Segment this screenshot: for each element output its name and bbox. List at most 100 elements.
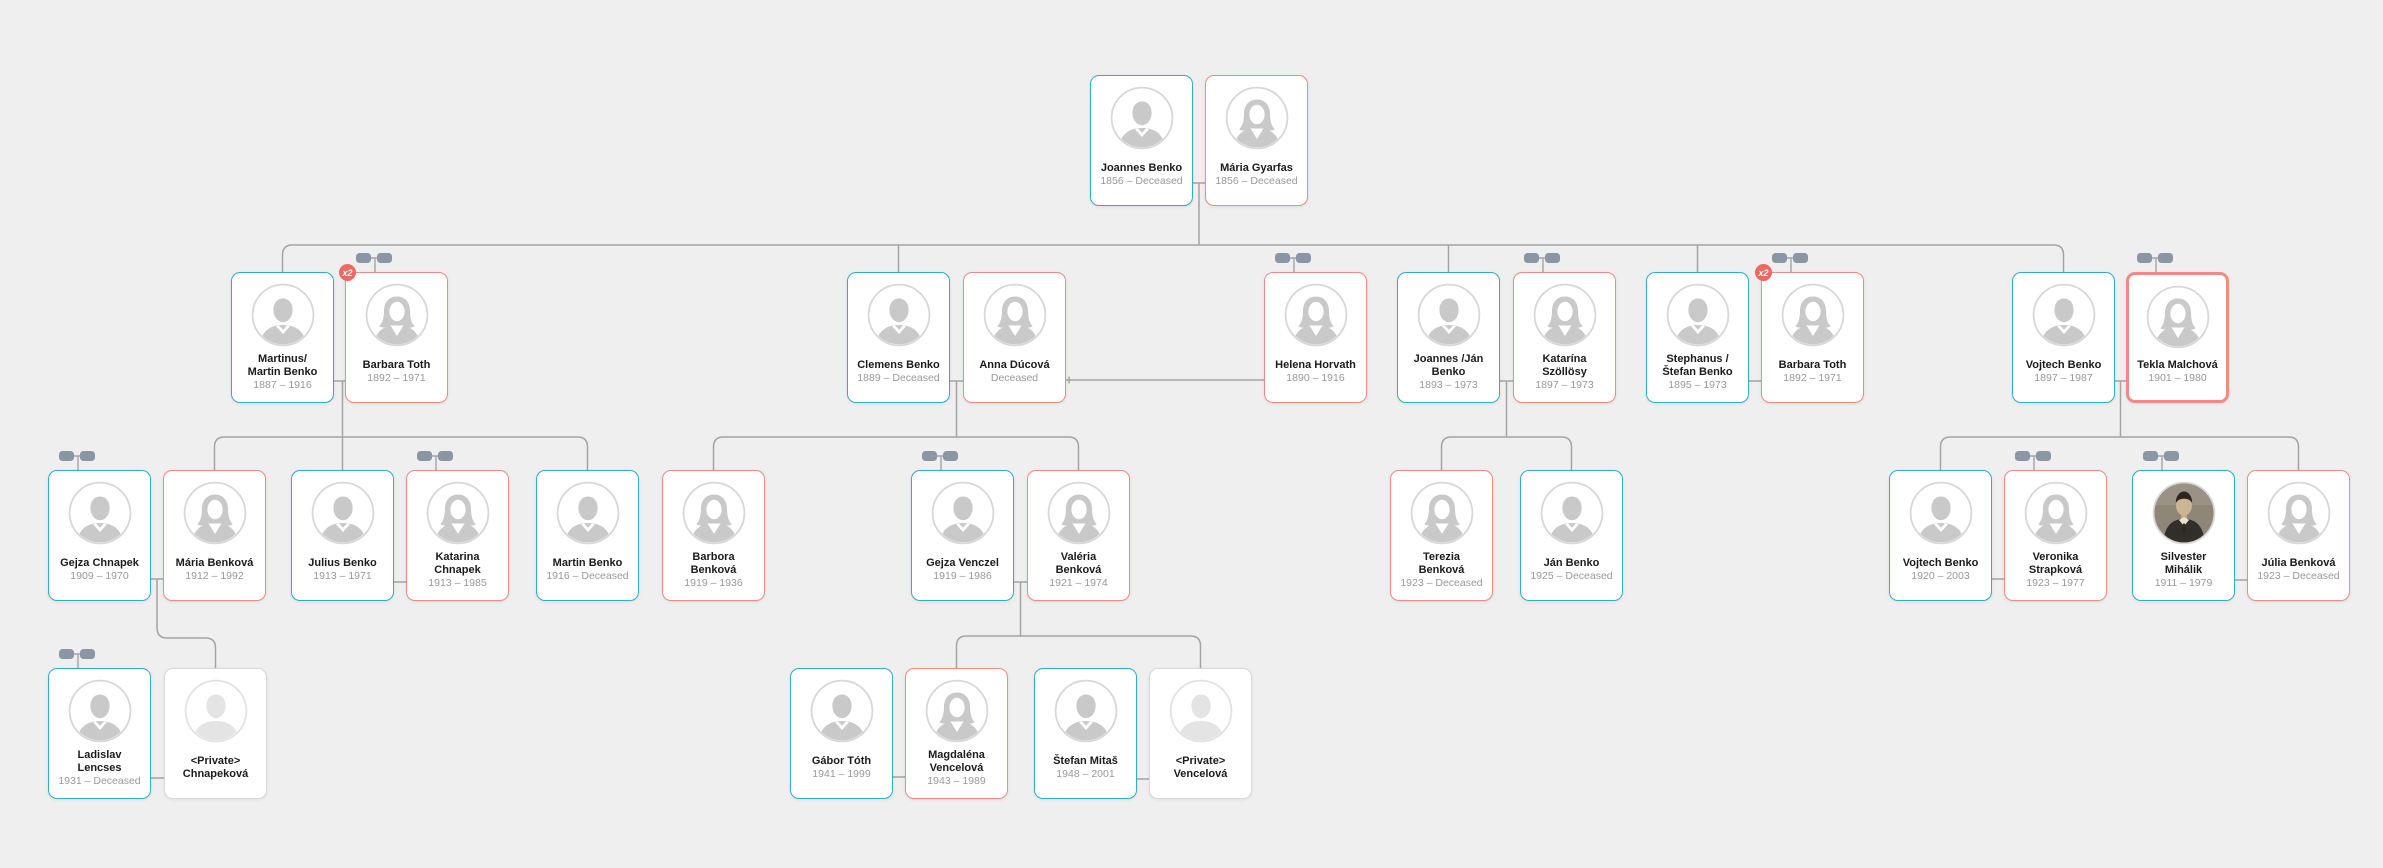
hidden-family-icon[interactable] <box>59 451 97 470</box>
person-name: Veronika Strapková <box>2028 550 2083 576</box>
person-lifespan: 1909 – 1970 <box>70 570 129 582</box>
male-avatar-icon <box>68 679 132 743</box>
person-name: Vojtech Benko <box>2025 359 2102 371</box>
person-name: Gábor Tóth <box>811 755 872 767</box>
hidden-family-icon[interactable] <box>2015 451 2053 470</box>
hidden-family-icon[interactable] <box>1772 253 1810 272</box>
male-avatar-icon <box>251 283 315 347</box>
person-name: Valéria Benková <box>1055 550 1102 576</box>
hidden-family-icon[interactable] <box>417 451 455 470</box>
female-avatar-icon <box>682 481 746 545</box>
person-card-helena-horvath[interactable]: Helena Horvath 1890 – 1916 <box>1264 272 1367 403</box>
person-text: Tekla Malchová 1901 – 1980 <box>2129 349 2226 400</box>
person-text: Mária Gyarfas 1856 – Deceased <box>1206 150 1307 205</box>
person-card-magdalena-vencelova[interactable]: Magdaléna Vencelová 1943 – 1989 <box>905 668 1008 799</box>
duplicate-count-badge[interactable]: x2 <box>339 264 356 281</box>
person-card-maria-gyarfas[interactable]: Mária Gyarfas 1856 – Deceased <box>1205 75 1308 206</box>
hidden-family-icon[interactable] <box>356 253 394 272</box>
person-name: Štefan Mitaš <box>1053 755 1118 767</box>
person-text: Katarina Chnapek 1913 – 1985 <box>407 545 508 600</box>
person-card-stephanus-stefan-benko[interactable]: Stephanus / Štefan Benko 1895 – 1973 <box>1646 272 1749 403</box>
person-text: Terezia Benková 1923 – Deceased <box>1391 545 1492 600</box>
person-card-joannes-jan-benko[interactable]: Joannes /Ján Benko 1893 – 1973 <box>1397 272 1500 403</box>
person-text: Ján Benko 1925 – Deceased <box>1521 545 1622 600</box>
person-lifespan: Deceased <box>990 372 1039 384</box>
hidden-family-icon[interactable] <box>1275 253 1313 272</box>
person-text: Ladislav Lencses 1931 – Deceased <box>49 743 150 798</box>
person-card-private-vencelova[interactable]: <Private> Vencelová <box>1149 668 1252 799</box>
hidden-family-icon[interactable] <box>59 649 97 668</box>
person-name: Clemens Benko <box>857 359 940 371</box>
person-text: Martin Benko 1916 – Deceased <box>537 545 638 600</box>
hidden-family-icon[interactable] <box>2143 451 2181 470</box>
person-card-terezia-benkova[interactable]: Terezia Benková 1923 – Deceased <box>1390 470 1493 601</box>
person-lifespan: 1941 – 1999 <box>812 768 871 780</box>
person-card-katarina-chnapek[interactable]: Katarina Chnapek 1913 – 1985 <box>406 470 509 601</box>
person-text: Martinus/ Martin Benko 1887 – 1916 <box>232 347 333 402</box>
person-name: Katarína Szöllösy <box>1542 352 1587 378</box>
person-card-vojtech-benko-sr[interactable]: Vojtech Benko 1897 – 1987 <box>2012 272 2115 403</box>
person-card-gejza-venczel[interactable]: Gejza Venczel 1919 – 1986 <box>911 470 1014 601</box>
person-lifespan: 1901 – 1980 <box>2148 372 2207 384</box>
hidden-family-icon[interactable] <box>2137 253 2175 272</box>
person-lifespan: 1919 – 1986 <box>933 570 992 582</box>
hidden-family-icon[interactable] <box>922 451 960 470</box>
person-name: Vojtech Benko <box>1902 557 1979 569</box>
person-text: Joannes Benko 1856 – Deceased <box>1091 150 1192 205</box>
person-text: Vojtech Benko 1920 – 2003 <box>1890 545 1991 600</box>
person-card-veronika-strapkova[interactable]: Veronika Strapková 1923 – 1977 <box>2004 470 2107 601</box>
person-name: Katarina Chnapek <box>434 550 481 576</box>
person-card-private-chnapekova[interactable]: <Private> Chnapeková <box>164 668 267 799</box>
person-card-vojtech-benko-jr[interactable]: Vojtech Benko 1920 – 2003 <box>1889 470 1992 601</box>
person-name: Barbora Benková <box>690 550 737 576</box>
person-card-julius-benko[interactable]: Julius Benko 1913 – 1971 <box>291 470 394 601</box>
person-card-martinus-martin-benko[interactable]: Martinus/ Martin Benko 1887 – 1916 <box>231 272 334 403</box>
person-lifespan: 1943 – 1989 <box>927 774 986 787</box>
female-avatar-icon <box>1284 283 1348 347</box>
person-card-tekla-malchova[interactable]: Tekla Malchová 1901 – 1980 <box>2126 272 2229 403</box>
person-lifespan: 1887 – 1916 <box>253 378 312 391</box>
person-name: Stephanus / Štefan Benko <box>1662 352 1733 378</box>
person-card-barbara-toth-1[interactable]: Barbara Toth 1892 – 1971 <box>345 272 448 403</box>
person-text: Clemens Benko 1889 – Deceased <box>848 347 949 402</box>
person-text: Magdaléna Vencelová 1943 – 1989 <box>906 743 1007 798</box>
person-card-barbora-benkova[interactable]: Barbora Benková 1919 – 1936 <box>662 470 765 601</box>
person-card-ladislav-lencses[interactable]: Ladislav Lencses 1931 – Deceased <box>48 668 151 799</box>
person-text: Barbara Toth 1892 – 1971 <box>1762 347 1863 402</box>
person-card-katarina-szollosy[interactable]: Katarína Szöllösy 1897 – 1973 <box>1513 272 1616 403</box>
person-card-maria-benkova[interactable]: Mária Benková 1912 – 1992 <box>163 470 266 601</box>
person-text: Anna Dúcová Deceased <box>964 347 1065 402</box>
person-card-gabor-toth[interactable]: Gábor Tóth 1941 – 1999 <box>790 668 893 799</box>
person-card-joannes-benko[interactable]: Joannes Benko 1856 – Deceased <box>1090 75 1193 206</box>
person-name: Magdaléna Vencelová <box>928 748 985 774</box>
female-avatar-icon <box>1781 283 1845 347</box>
hidden-family-icon[interactable] <box>1524 253 1562 272</box>
person-card-martin-benko[interactable]: Martin Benko 1916 – Deceased <box>536 470 639 601</box>
person-name: Joannes /Ján Benko <box>1413 352 1484 378</box>
female-avatar-icon <box>1410 481 1474 545</box>
person-lifespan: 1856 – Deceased <box>1215 175 1298 187</box>
person-card-julia-benkova[interactable]: Júlia Benková 1923 – Deceased <box>2247 470 2350 601</box>
duplicate-count-badge[interactable]: x2 <box>1755 264 1772 281</box>
person-lifespan: 1923 – Deceased <box>2257 570 2340 582</box>
person-name: Martinus/ Martin Benko <box>247 352 318 378</box>
person-lifespan: 1892 – 1971 <box>1783 372 1842 384</box>
person-card-barbara-toth-2[interactable]: Barbara Toth 1892 – 1971 <box>1761 272 1864 403</box>
person-card-anna-ducova[interactable]: Anna Dúcová Deceased <box>963 272 1066 403</box>
female-avatar-icon <box>1047 481 1111 545</box>
person-lifespan: 1890 – 1916 <box>1286 372 1345 384</box>
person-card-gejza-chnapek[interactable]: Gejza Chnapek 1909 – 1970 <box>48 470 151 601</box>
person-card-jan-benko[interactable]: Ján Benko 1925 – Deceased <box>1520 470 1623 601</box>
person-card-stefan-mitas[interactable]: Štefan Mitaš 1948 – 2001 <box>1034 668 1137 799</box>
person-card-silvester-mihalik[interactable]: Silvester Mihálik 1911 – 1979 <box>2132 470 2235 601</box>
person-text: Katarína Szöllösy 1897 – 1973 <box>1514 347 1615 402</box>
person-lifespan: 1919 – 1936 <box>684 576 743 589</box>
person-card-valeria-benkova[interactable]: Valéria Benková 1921 – 1974 <box>1027 470 1130 601</box>
male-avatar-icon <box>1666 283 1730 347</box>
person-text: Barbara Toth 1892 – 1971 <box>346 347 447 402</box>
male-avatar-icon <box>867 283 931 347</box>
person-name: Júlia Benková <box>2261 557 2336 569</box>
person-card-clemens-benko[interactable]: Clemens Benko 1889 – Deceased <box>847 272 950 403</box>
